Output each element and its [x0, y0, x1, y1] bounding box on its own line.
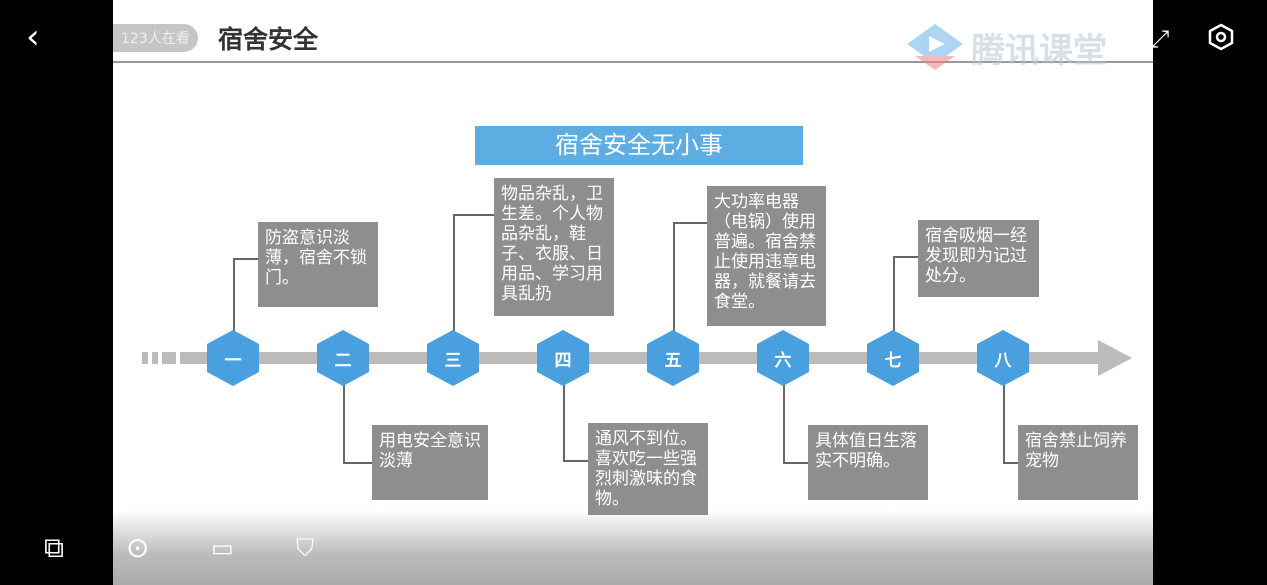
title-divider [113, 61, 1153, 63]
step-text-box: 防盗意识淡薄，宿舍不锁门。 [258, 222, 378, 307]
step-marker: 八 [977, 330, 1029, 386]
brand-name: 腾讯课堂 [971, 30, 1107, 71]
connector-line [893, 256, 918, 258]
page-title: 宿舍安全 [218, 25, 319, 54]
comment-icon[interactable]: ▭ [211, 534, 234, 562]
connector-line [233, 258, 235, 332]
brand-logo: 腾讯课堂 [905, 22, 1107, 72]
connector-line [783, 384, 785, 462]
connector-line [783, 462, 808, 464]
settings-icon[interactable] [1207, 22, 1235, 58]
back-icon[interactable]: ‹ [26, 17, 40, 57]
axis-dash [152, 352, 158, 364]
connector-line [893, 256, 895, 332]
step-marker: 五 [647, 330, 699, 386]
step-text-box: 通风不到位。喜欢吃一些强烈刺激味的食物。 [588, 423, 708, 515]
connector-line [1003, 384, 1005, 462]
connector-line [233, 258, 258, 260]
connector-line [673, 222, 707, 224]
fullscreen-icon[interactable]: ⤢ [1150, 25, 1170, 53]
step-text-box: 具体值日生落实不明确。 [808, 425, 928, 500]
connector-line [453, 214, 494, 216]
step-text-box: 大功率电器（电锅）使用普遍。宿舍禁止使用违章电器，就餐请去食堂。 [707, 186, 826, 326]
axis-dash [142, 352, 148, 364]
connector-line [563, 384, 565, 460]
step-marker: 三 [427, 330, 479, 386]
connector-line [453, 214, 455, 332]
step-text-box: 宿舍吸烟一经发现即为记过处分。 [918, 220, 1039, 297]
step-marker: 六 [757, 330, 809, 386]
shield-icon[interactable]: ⛉ [296, 534, 314, 562]
step-text-box: 物品杂乱，卫生差。个人物品杂乱，鞋子、衣服、日用品、学习用具乱扔 [494, 178, 614, 316]
step-marker: 七 [867, 330, 919, 386]
chat-toggle-icon[interactable]: ⧉ [44, 531, 64, 564]
step-text-box: 用电安全意识淡薄 [372, 425, 488, 500]
connector-line [673, 222, 675, 332]
step-marker: 四 [537, 330, 589, 386]
connector-line [563, 460, 588, 462]
connector-line [343, 384, 345, 462]
step-text-box: 宿舍禁止饲养宠物 [1018, 425, 1138, 500]
step-marker: 一 [207, 330, 259, 386]
viewer-count: 123人在看 [113, 24, 198, 52]
timeline-arrow [1098, 340, 1132, 376]
connector-line [343, 462, 372, 464]
step-marker: 二 [317, 330, 369, 386]
target-icon[interactable]: ⊙ [126, 531, 150, 564]
play-logo-icon [907, 24, 963, 70]
bottom-toolbar [113, 510, 1153, 585]
axis-dash [162, 352, 176, 364]
connector-line [1003, 462, 1018, 464]
slide-banner: 宿舍安全无小事 [475, 126, 803, 165]
